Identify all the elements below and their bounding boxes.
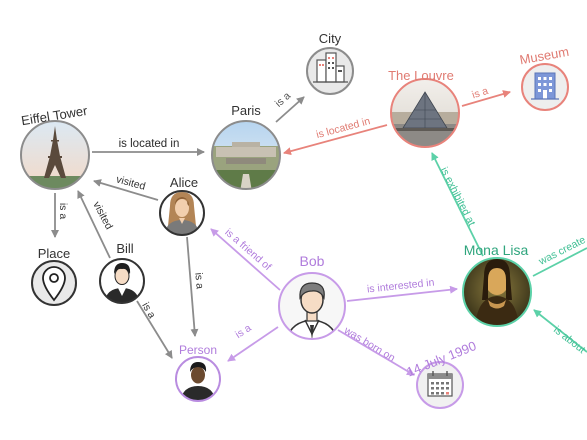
node-label-alice: Alice — [170, 175, 198, 190]
edge-about-monalisa — [533, 309, 587, 353]
edge-label-alice-eiffel: visited — [115, 173, 147, 192]
female-avatar-icon — [164, 192, 200, 235]
node-person[interactable]: Person — [175, 343, 221, 403]
edge-label-bob-alice: is a friend of — [222, 226, 273, 273]
node-label-person: Person — [179, 343, 217, 357]
edge-louvre-museum — [461, 90, 511, 107]
node-label-the-louvre: The Louvre — [388, 68, 454, 83]
edge-label-eiffel-place: is a — [57, 203, 69, 220]
edge-label-about-monalisa: is about — [551, 324, 587, 356]
male-avatar-icon — [104, 263, 140, 303]
edge-bob-alice — [210, 228, 281, 291]
node-the-louvre[interactable]: The Louvre — [388, 68, 461, 149]
edge-label-bill-eiffel: visited — [90, 200, 115, 232]
edge-alice-eiffel — [93, 179, 159, 201]
node-place[interactable]: Place — [31, 246, 77, 306]
calendar-icon — [427, 371, 453, 397]
node-eiffel-tower[interactable]: Eiffel Tower — [20, 103, 90, 190]
node-label-city: City — [319, 31, 342, 46]
city-icon — [313, 52, 348, 83]
node-alice[interactable]: Alice — [159, 175, 205, 236]
edge-label-monalisa-louvre: is exhibited at — [438, 165, 478, 228]
edge-alice-person — [186, 236, 199, 337]
edge-label-bob-person: is a — [233, 322, 253, 341]
edge-label-bob-date: was born on — [341, 324, 397, 364]
edge-bill-person — [136, 300, 173, 359]
node-bill[interactable]: Bill — [99, 241, 145, 304]
edge-bob-person — [227, 326, 279, 362]
edge-bill-eiffel — [77, 190, 111, 259]
node-label-place: Place — [38, 246, 71, 261]
node-city[interactable]: City — [306, 31, 354, 95]
eiffel-tower-icon — [44, 126, 66, 178]
edge-monalisa-created — [532, 247, 587, 277]
mona-lisa-painting — [463, 258, 531, 326]
museum-icon — [531, 72, 559, 100]
edge-louvre-paris — [283, 124, 388, 156]
edges — [51, 90, 587, 376]
edge-label-louvre-museum: is a — [470, 85, 489, 102]
map-pin-icon — [42, 266, 66, 302]
node-museum[interactable]: Museum — [518, 44, 570, 111]
edge-bob-date — [337, 329, 415, 376]
node-bob[interactable]: Bob — [278, 253, 346, 345]
node-label-bill: Bill — [116, 241, 133, 256]
edge-bob-monalisa — [346, 285, 458, 302]
node-date[interactable]: 14 July 1990 — [404, 338, 478, 409]
node-paris[interactable]: Paris — [210, 103, 282, 192]
edge-label-bill-person: is a — [139, 300, 158, 320]
edge-label-eiffel-paris: is located in — [119, 138, 180, 150]
edge-label-paris-city: is a — [273, 90, 293, 110]
edge-label-alice-person: is a — [192, 272, 205, 289]
edge-monalisa-louvre — [431, 152, 484, 257]
node-mona-lisa[interactable]: Mona Lisa — [461, 242, 533, 328]
edge-paris-city — [275, 96, 305, 123]
node-label-paris: Paris — [231, 103, 261, 118]
node-label-bob: Bob — [300, 253, 325, 269]
node-label-mona-lisa: Mona Lisa — [464, 242, 529, 258]
